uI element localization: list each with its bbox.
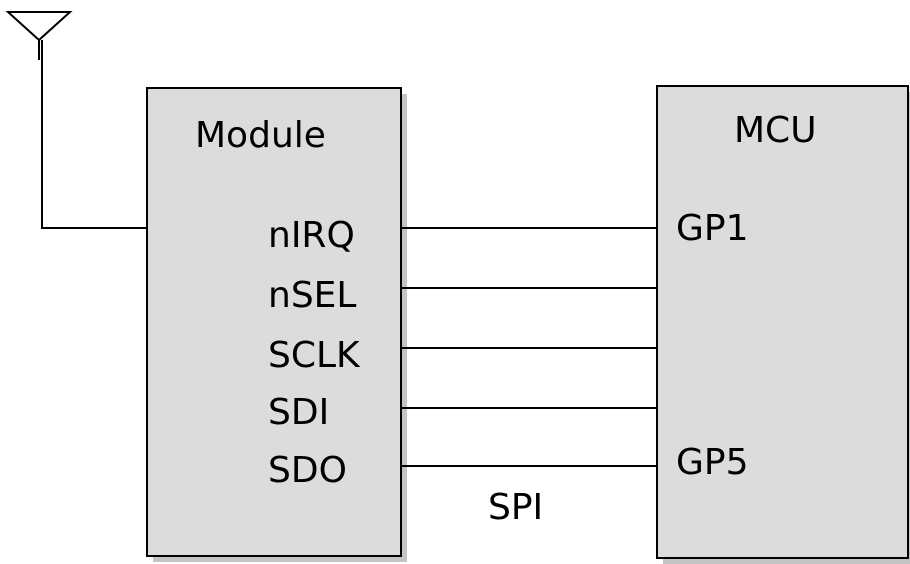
module-pin-sclk: SCLK [268, 335, 361, 376]
mcu-block: MCU GP1 GP5 [656, 85, 910, 564]
antenna-icon [5, 11, 73, 60]
module-pin-nsel: nSEL [268, 275, 356, 316]
mcu-title: MCU [734, 110, 817, 151]
module-title: Module [195, 115, 326, 156]
module-block: Module nIRQ nSEL SCLK SDI SDO [146, 87, 407, 562]
antenna-wire [41, 40, 147, 229]
module-pin-sdo: SDO [268, 450, 347, 491]
spi-bus-label: SPI [488, 487, 543, 528]
mcu-pin-gp5: GP5 [676, 442, 749, 483]
mcu-pin-gp1: GP1 [676, 208, 749, 249]
module-pin-nirq: nIRQ [268, 215, 355, 256]
module-pin-sdi: SDI [268, 392, 329, 433]
signal-lines [401, 227, 657, 467]
